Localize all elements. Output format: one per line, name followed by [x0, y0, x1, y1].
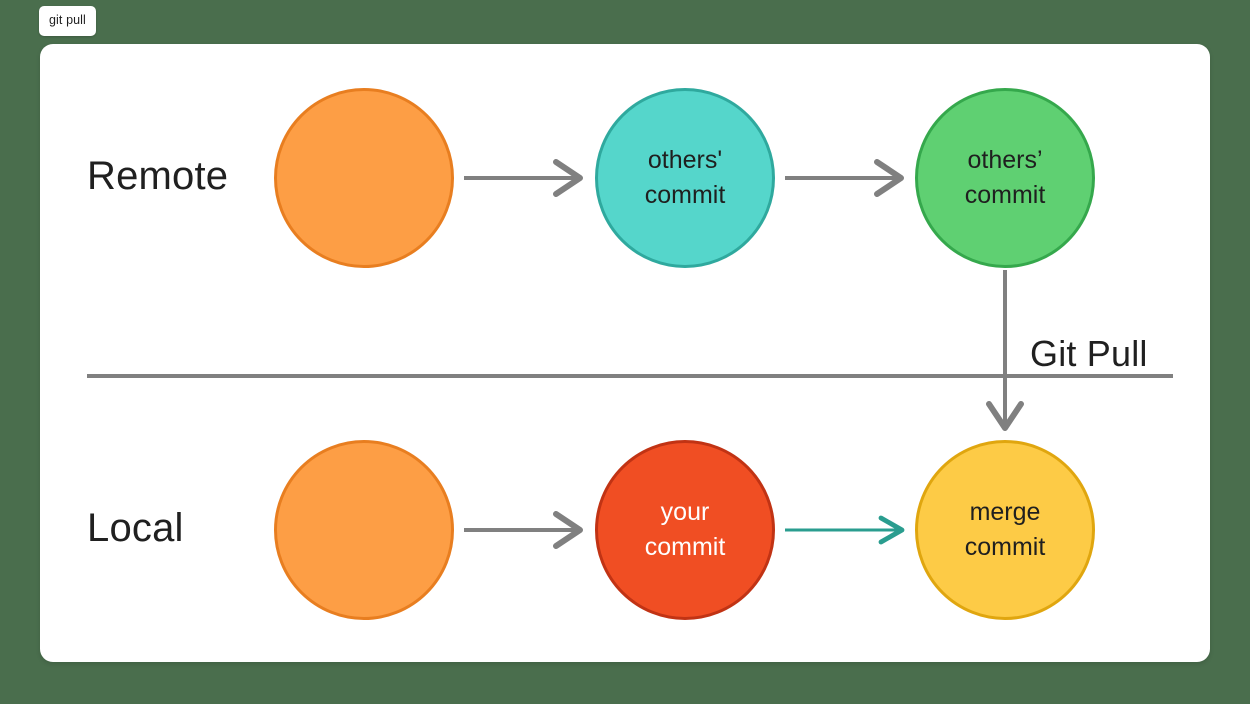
node-label-line1: merge: [969, 497, 1041, 526]
node-label-line2: commit: [964, 181, 1046, 209]
diagram-canvas: Remote Local Git Pull others' commit oth…: [40, 44, 1210, 662]
git-pull-caption: Git Pull: [1030, 333, 1148, 374]
node-label-line2: commit: [644, 181, 726, 209]
node-label-line1: others’: [967, 145, 1043, 174]
node-label-line1: your: [660, 497, 710, 526]
diagram-connectors: [87, 159, 1173, 549]
row-label-local: Local: [87, 506, 184, 550]
node-local-merge-commit[interactable]: merge commit: [915, 440, 1095, 620]
node-label-line2: commit: [644, 533, 726, 561]
git-pull-tab-label[interactable]: git pull: [39, 6, 96, 36]
node-label-line2: commit: [964, 533, 1046, 561]
node-label-line1: others': [647, 145, 723, 174]
row-label-remote: Remote: [87, 154, 229, 198]
node-remote-others-commit-2[interactable]: others’ commit: [915, 88, 1095, 268]
node-local-base-commit[interactable]: [274, 440, 454, 620]
node-local-your-commit[interactable]: your commit: [595, 440, 775, 620]
node-remote-others-commit-1[interactable]: others' commit: [595, 88, 775, 268]
node-remote-base-commit[interactable]: [274, 88, 454, 268]
